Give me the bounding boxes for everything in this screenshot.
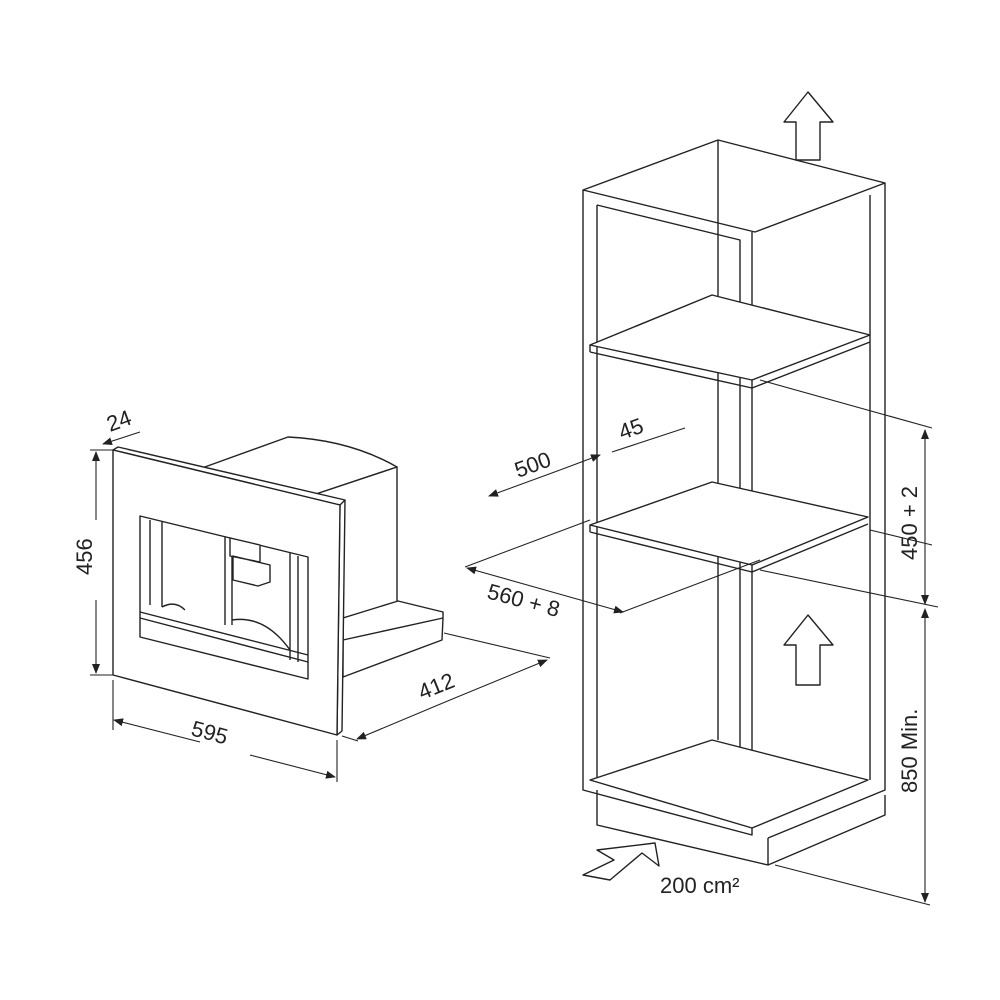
label-height-456: 456 (72, 538, 97, 575)
cabinet-right-side (767, 183, 886, 839)
label-frame-depth-24: 24 (103, 405, 135, 437)
air-flow-arrow-icon (783, 614, 834, 686)
dim-24: 24 (102, 405, 141, 446)
label-width-595: 595 (189, 716, 231, 750)
dim-850: 850 Min. (774, 608, 931, 906)
air-outlet-arrow-icon (783, 91, 834, 161)
label-niche-width-560: 560 + 8 (485, 579, 563, 622)
dim-450: 450 + 2 (759, 379, 939, 608)
shelf-middle (589, 481, 869, 566)
label-floor-height-850: 850 Min. (897, 709, 922, 793)
label-niche-depth-500: 500 (511, 447, 554, 483)
label-niche-height-450: 450 + 2 (897, 486, 922, 560)
shelf-upper (589, 294, 871, 381)
cabinet-top (582, 139, 886, 233)
cabinet (582, 91, 886, 881)
dim-45: 45 (611, 413, 686, 453)
label-gap-45: 45 (615, 413, 647, 445)
label-ventilation-200: 200 cm² (660, 873, 739, 898)
air-inlet-arrow-icon (582, 842, 660, 881)
dim-456: 456 (72, 449, 113, 676)
cabinet-plinth (596, 790, 886, 866)
shelf-bottom (589, 739, 869, 829)
opening-inner (139, 520, 309, 663)
coffee-machine (112, 436, 444, 736)
coffee-spout (229, 537, 271, 587)
